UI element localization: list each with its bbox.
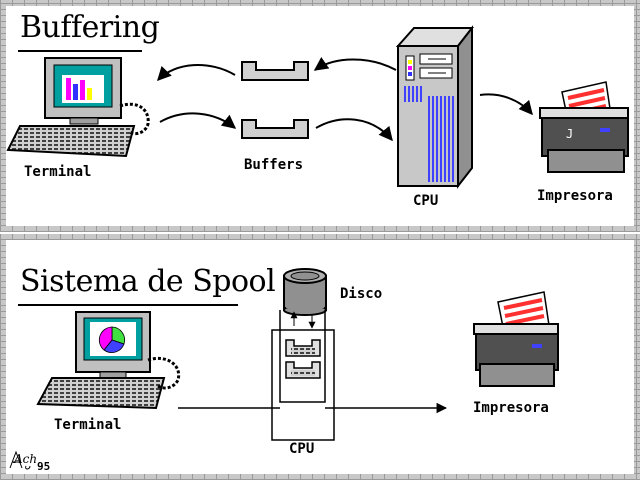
buffering-title-underline xyxy=(18,50,142,52)
spool-buffer-upper-icon xyxy=(285,339,321,357)
spool-cpu-label: CPU xyxy=(289,441,315,457)
buffering-cpu-icon xyxy=(395,25,475,189)
buffering-title: Buffering xyxy=(20,10,160,45)
bar-blue-mark xyxy=(73,84,78,100)
spool-cpu-box xyxy=(271,310,335,441)
spool-disk-label: Disco xyxy=(340,286,383,302)
buffering-printer-label: Impresora xyxy=(537,188,613,204)
spool-title: Sistema de Spool xyxy=(20,264,276,299)
spool-terminal-label: Terminal xyxy=(54,417,122,433)
bar-yellow-mark xyxy=(87,88,92,100)
buffering-cpu-label: CPU xyxy=(413,193,439,209)
buffering-terminal-icon xyxy=(6,57,150,158)
pie-slice-blue xyxy=(103,339,125,353)
arrow-buffer-to-cpu xyxy=(315,118,393,142)
spool-printer-label: Impresora xyxy=(473,400,549,416)
buffer-upper-icon xyxy=(241,61,309,81)
arrow-cpu-to-buffer xyxy=(313,57,397,71)
bar-magenta-2-mark xyxy=(80,80,85,100)
buffering-printer-icon: J xyxy=(539,81,629,173)
signature-mark xyxy=(9,450,31,470)
spool-title-underline xyxy=(18,304,238,306)
pie-slice-green xyxy=(111,326,125,345)
disk-icon xyxy=(283,268,327,316)
buffering-terminal-label: Terminal xyxy=(24,164,92,180)
arrow-cpu-to-printer xyxy=(479,93,533,116)
buffering-buffers-label: Buffers xyxy=(244,157,304,173)
buffering-panel xyxy=(0,0,640,232)
arrow-buffer-to-terminal xyxy=(157,64,236,82)
spool-buffer-lower-icon xyxy=(285,361,321,379)
pie-chart xyxy=(98,326,125,353)
printer-j-glyph: J xyxy=(566,127,573,141)
spool-printer-icon xyxy=(473,291,559,387)
spool-terminal-icon xyxy=(36,311,181,410)
buffer-lower-icon xyxy=(241,119,309,139)
bar-magenta-mark xyxy=(66,78,71,100)
signature-year: 95 xyxy=(37,460,51,473)
pie-slice-magenta xyxy=(98,326,113,351)
arrow-terminal-to-buffer xyxy=(159,112,237,129)
